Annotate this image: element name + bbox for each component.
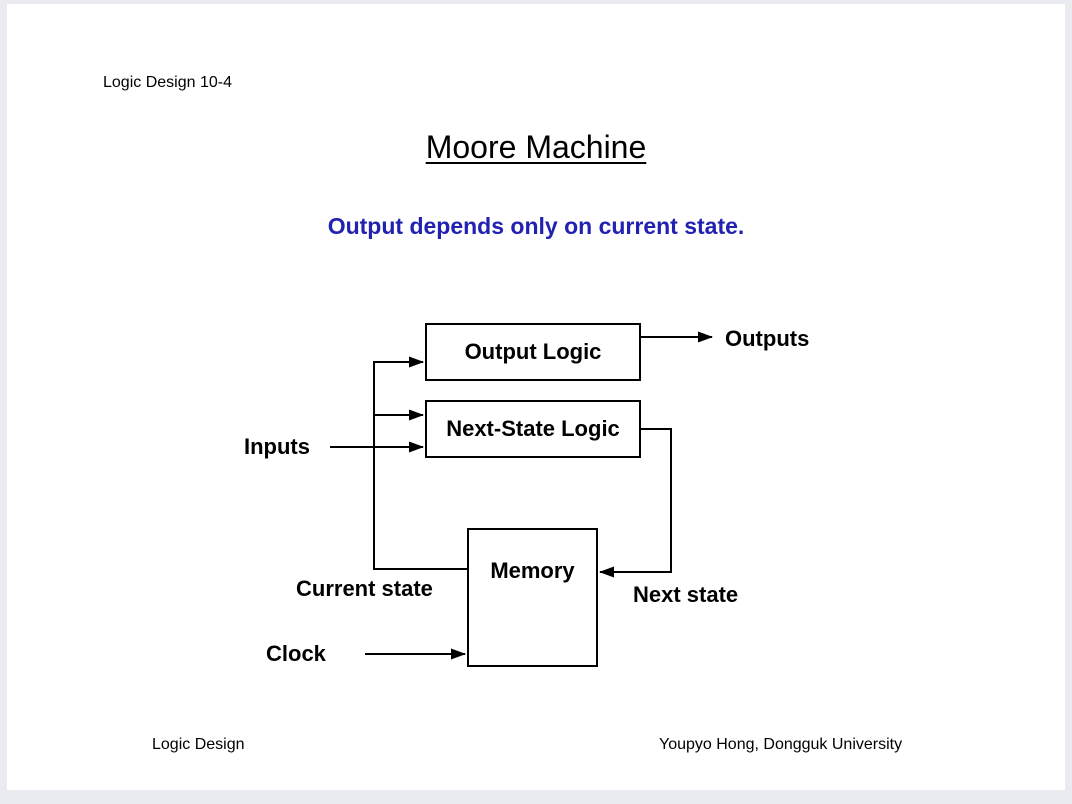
inputs-label: Inputs: [244, 434, 310, 459]
next-state-logic-box: Next-State Logic: [425, 400, 641, 458]
outputs-label: Outputs: [725, 326, 810, 351]
next-state-logic-box-label: Next-State Logic: [446, 416, 620, 441]
footer-course-label: Logic Design: [152, 736, 245, 753]
clock-label: Clock: [266, 641, 326, 666]
slide-title: Moore Machine: [425, 129, 647, 165]
output-logic-box: Output Logic: [425, 323, 641, 381]
memory-box: Memory: [467, 528, 598, 667]
next-state-label: Next state: [633, 582, 739, 607]
slide-page: [7, 4, 1065, 790]
slide-header-label: Logic Design 10-4: [103, 74, 232, 91]
memory-box-label: Memory: [490, 558, 575, 583]
footer-author-label: Youpyo Hong, Dongguk University: [659, 736, 903, 753]
slide-subtitle: Output depends only on current state.: [327, 213, 745, 239]
current-state-label: Current state: [296, 576, 433, 601]
output-logic-box-label: Output Logic: [464, 339, 602, 364]
